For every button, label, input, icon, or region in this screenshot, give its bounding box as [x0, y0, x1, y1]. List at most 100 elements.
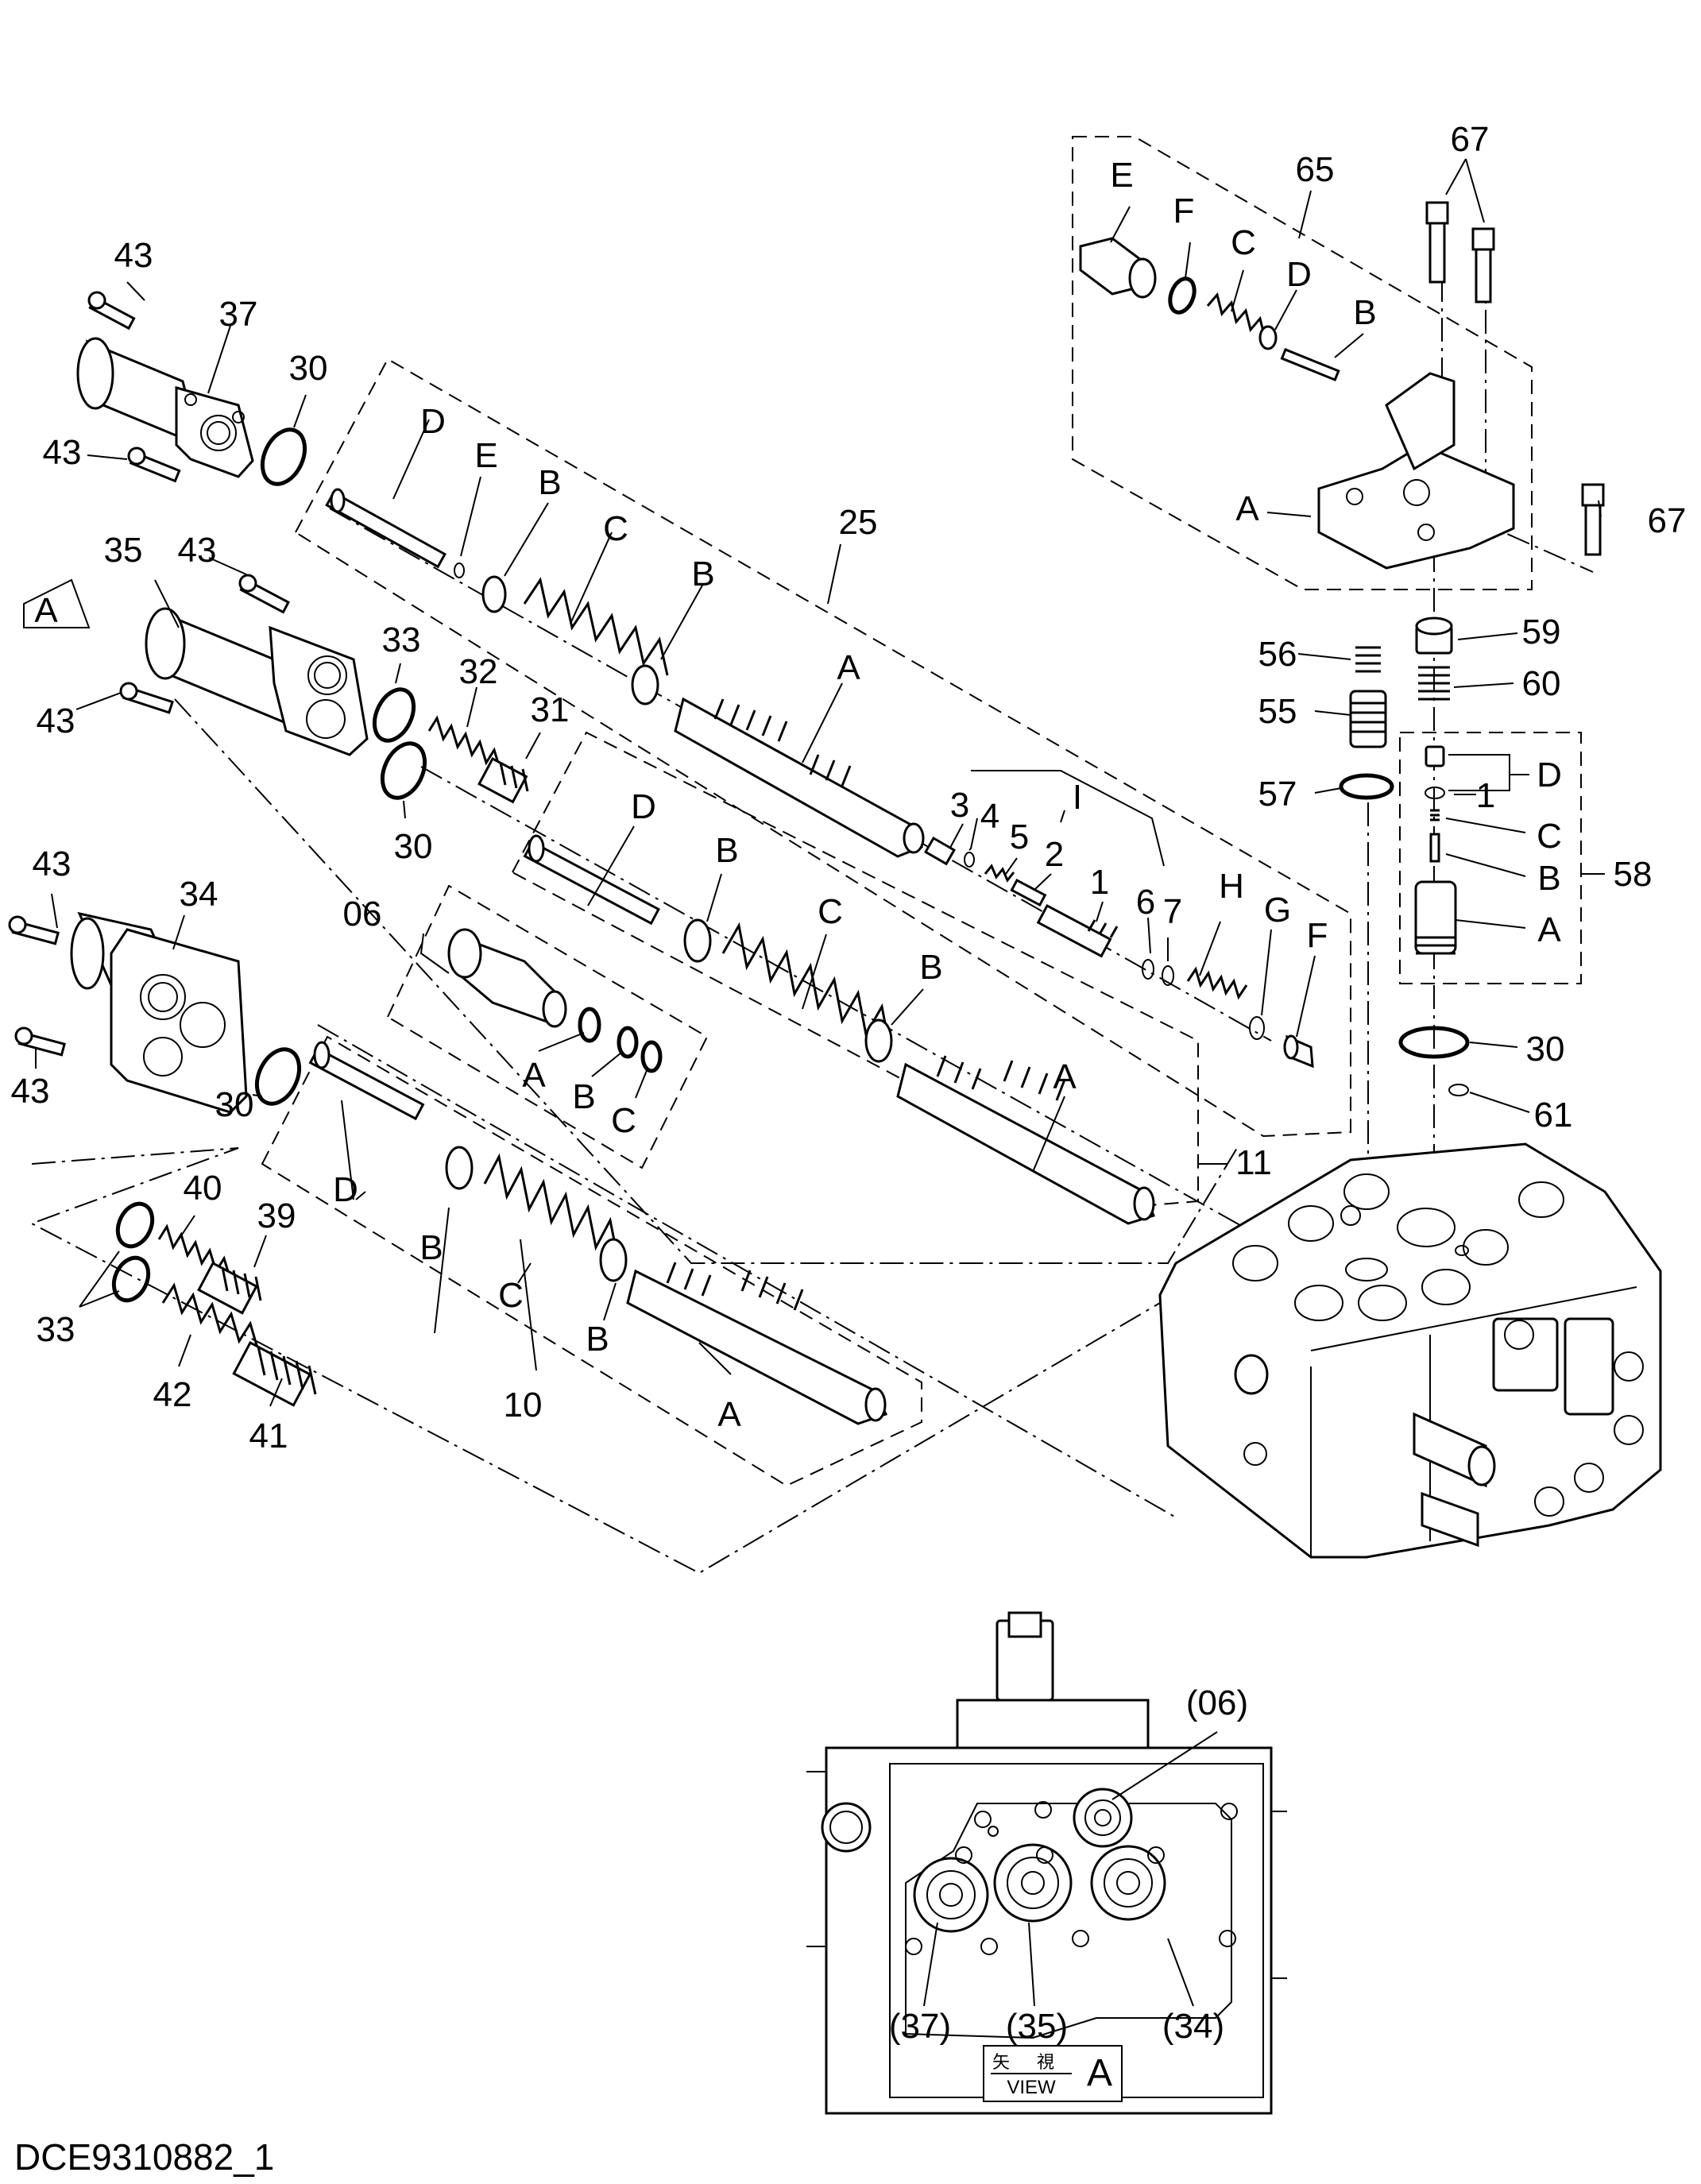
ring-25-G [1249, 1016, 1265, 1040]
view-callout-35: (35) [1006, 2007, 1068, 2046]
callout-11-A: A [1053, 1057, 1077, 1096]
axis-line-cover-mid [174, 698, 1240, 1264]
o-ring-06-A [578, 1007, 601, 1043]
o-ring-33-c [111, 1255, 151, 1303]
callout-30: 30 [394, 827, 433, 866]
o-ring-06-B [617, 1026, 639, 1059]
bolt-67-c [1581, 483, 1605, 556]
cap-58-D [1425, 745, 1445, 767]
callout-2: 2 [1045, 835, 1064, 874]
callout-10: 10 [504, 1386, 543, 1424]
ring-61 [1448, 1084, 1469, 1096]
callout-58-D: D [1537, 756, 1562, 794]
callout-10-B: B [419, 1228, 443, 1267]
view-callout-37: (37) [889, 2007, 951, 2046]
view-box-view-text: VIEW [1007, 2077, 1056, 2098]
plug-25-3 [923, 836, 957, 866]
callout-33: 33 [37, 1310, 75, 1349]
callout-06-B: B [572, 1077, 595, 1116]
body-65-A [1317, 372, 1515, 570]
o-ring-06-C [640, 1040, 663, 1073]
spring-58-C [1430, 809, 1440, 821]
seat-11-B2 [864, 1019, 893, 1063]
callout-1: 1 [1090, 863, 1109, 902]
callout-57: 57 [1258, 775, 1297, 814]
callout-58: 58 [1614, 855, 1653, 894]
callout-33: 33 [382, 620, 421, 659]
seat-25-B1 [481, 575, 507, 613]
spool-10-D [308, 1041, 425, 1121]
bolt-43-f [14, 1026, 66, 1057]
seat-65-D [1258, 325, 1278, 350]
callout-25: 25 [839, 503, 878, 542]
group-06-outline [386, 884, 709, 1169]
callout-35: 35 [104, 531, 143, 570]
callout-61: 61 [1534, 1096, 1573, 1135]
o-ring-30-b [380, 741, 427, 800]
spring-65-C [1206, 292, 1266, 338]
bolt-43-e [8, 915, 60, 945]
ring-58-1 [1425, 787, 1445, 799]
callout-10-A: A [717, 1395, 741, 1434]
callout-labels: 43 37 30 43 25 D E B C B A 35 43 43 33 3… [11, 120, 1687, 2046]
view-box-letter: A [1086, 2052, 1112, 2094]
spring-56 [1355, 646, 1381, 673]
callout-10-C: C [498, 1276, 524, 1315]
group-58-outline [1399, 732, 1582, 984]
main-control-valve-body [1158, 1142, 1662, 1559]
callout-5: 5 [1010, 818, 1029, 856]
o-ring-33-b [115, 1201, 155, 1249]
spring-11-C [721, 922, 891, 1049]
view-callout-06: (06) [1186, 1683, 1248, 1722]
poppet-25-2 [1010, 878, 1047, 907]
callout-67: 67 [1451, 120, 1490, 159]
o-ring-30-d [1398, 1026, 1470, 1059]
spring-25-H [1186, 966, 1248, 1000]
callout-06: 06 [343, 895, 382, 934]
callout-25-D: D [420, 402, 446, 441]
spring-25-C [523, 577, 669, 676]
view-a-label-box: 矢 視 VIEW A [983, 2045, 1123, 2102]
spring-32 [427, 715, 502, 771]
end-cover-34 [70, 911, 248, 1114]
callout-41: 41 [249, 1417, 288, 1455]
o-ring-30-c [254, 1047, 302, 1106]
valve-25-1 [1036, 903, 1119, 958]
callout-56: 56 [1258, 635, 1297, 674]
callout-40: 40 [184, 1169, 222, 1208]
drawing-code: DCE9310882_1 [14, 2136, 275, 2178]
callout-43: 43 [11, 1072, 50, 1111]
callout-55: 55 [1258, 692, 1297, 731]
poppet-65-B [1280, 348, 1340, 382]
callout-43: 43 [114, 236, 153, 275]
plug-59 [1415, 617, 1453, 655]
callout-30: 30 [215, 1085, 254, 1124]
view-box-divider [991, 2073, 1072, 2074]
poppet-55 [1349, 690, 1387, 748]
callout-65-E: E [1110, 156, 1133, 195]
piston-39 [197, 1261, 262, 1315]
group-25-outline [294, 358, 1351, 1138]
callout-11-B: B [715, 831, 738, 870]
spool-11-D [523, 834, 660, 926]
callout-37: 37 [219, 295, 258, 334]
plug-65-E [1079, 237, 1157, 299]
axis-line-lower [317, 1024, 1177, 1518]
spool-25-D [325, 488, 447, 569]
callout-F: F [1307, 916, 1328, 955]
callout-43: 43 [37, 702, 75, 740]
axis-line-cover-lower [29, 1147, 1161, 1575]
callout-11-C: C [818, 892, 843, 931]
spool-11-A [896, 1055, 1155, 1225]
o-ring-65-F [1168, 276, 1196, 315]
view-arrow-label: A [34, 591, 58, 630]
ring-25-7 [1162, 965, 1174, 986]
pin-58-B [1429, 833, 1440, 863]
bolt-43-b [127, 446, 181, 483]
callout-6: 6 [1136, 883, 1155, 922]
callout-10-D: D [333, 1170, 358, 1209]
callout-11-D: D [631, 787, 656, 826]
callout-65-B: B [1353, 293, 1376, 332]
callout-H: H [1219, 867, 1244, 906]
